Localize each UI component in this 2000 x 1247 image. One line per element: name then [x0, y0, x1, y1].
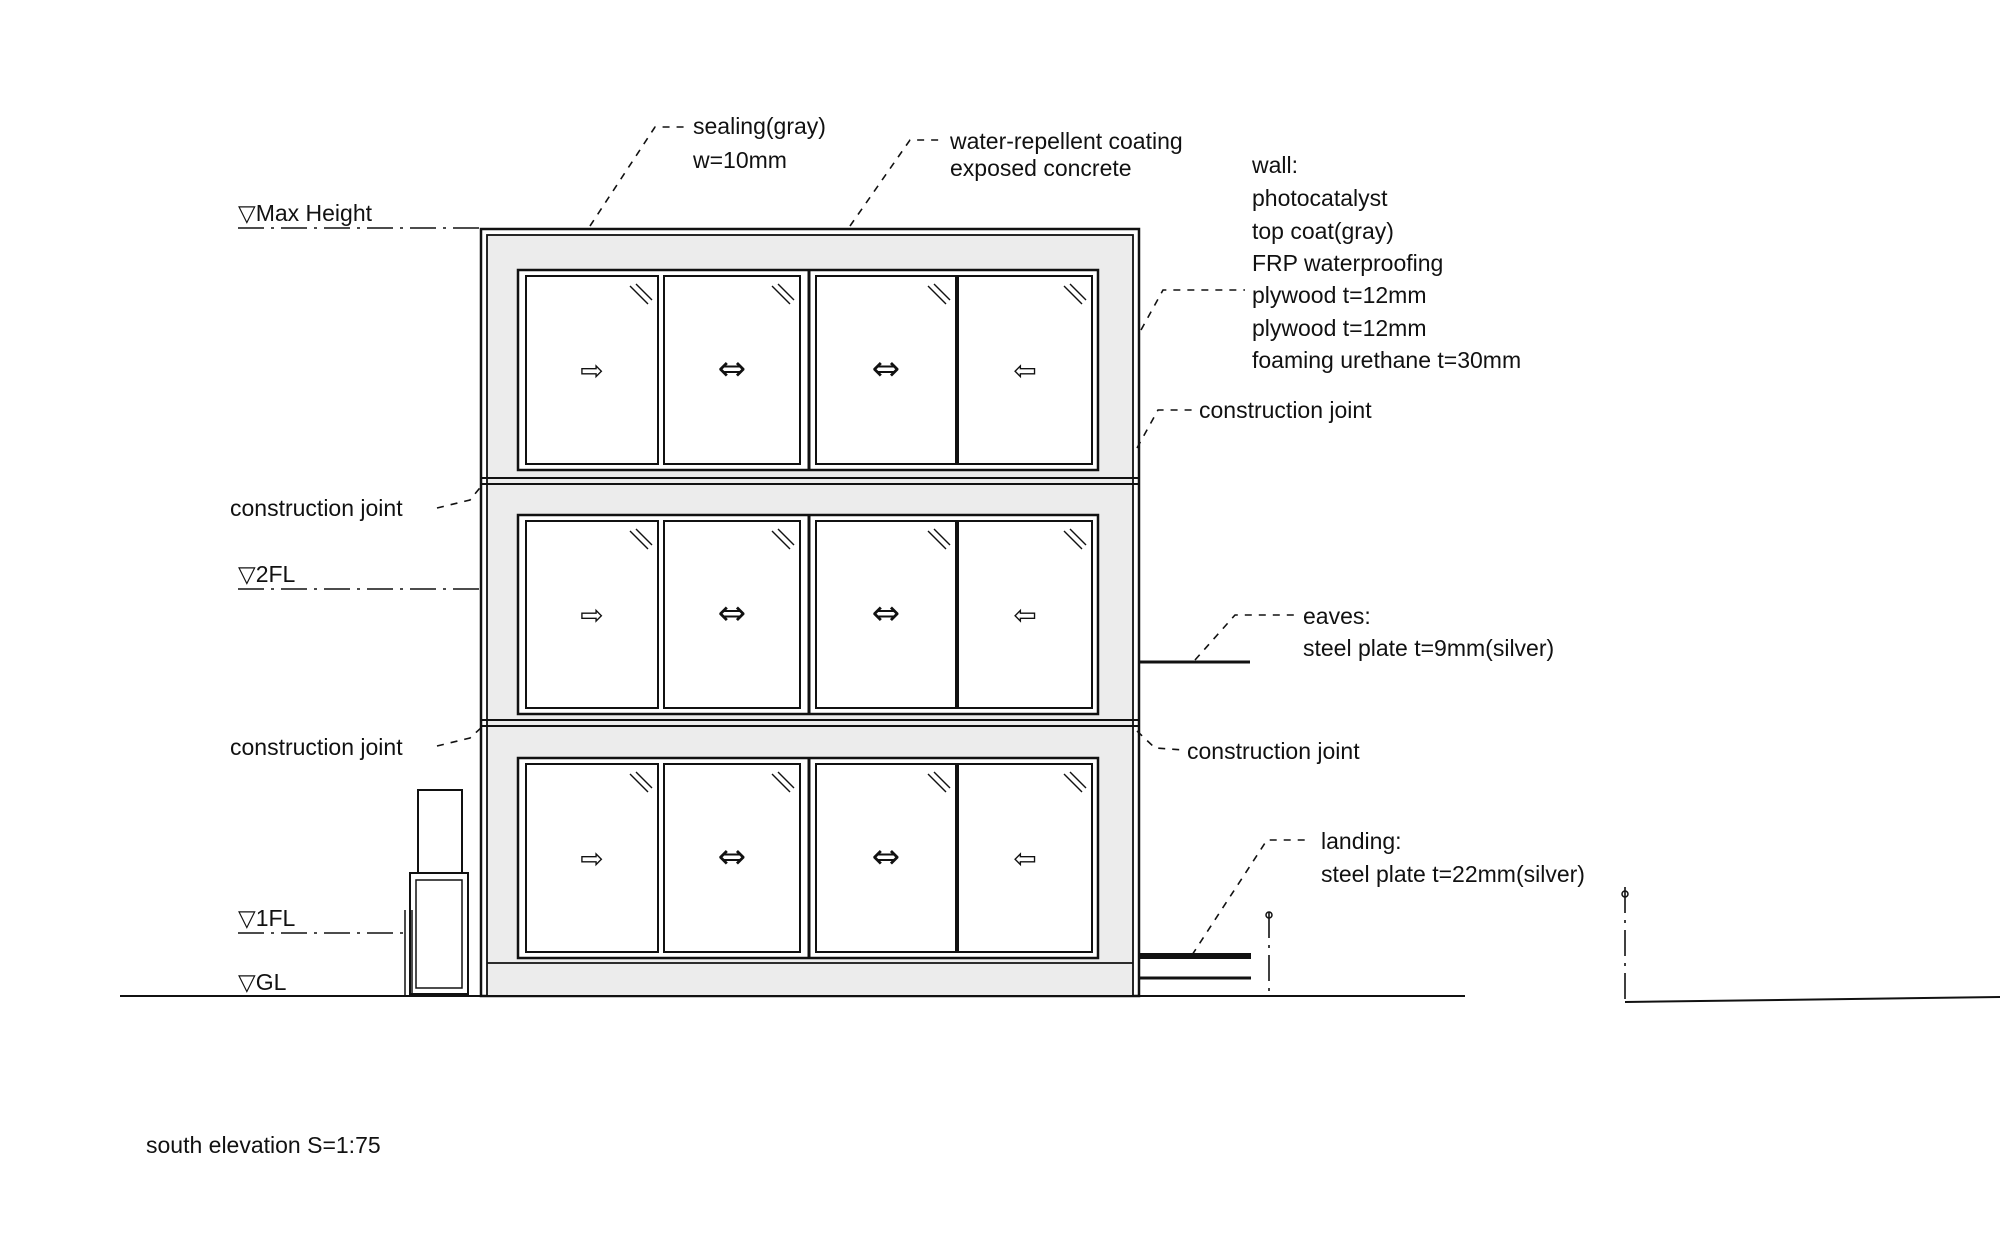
landing-plate	[1139, 953, 1251, 959]
glass-hatch	[635, 528, 653, 546]
leader-lines	[436, 126, 1307, 956]
glass-hatch	[1063, 285, 1083, 305]
level-labels: ▽Max Height ▽2FL ▽1FL ▽GL	[238, 200, 373, 995]
coating-label: water-repellent coating	[949, 128, 1183, 154]
drawing-title: south elevation S=1:75	[146, 1132, 381, 1158]
window-panel	[663, 275, 801, 465]
glass-hatch	[777, 771, 795, 789]
glass-hatch	[1063, 530, 1083, 550]
landing-post-marker	[1265, 911, 1273, 919]
sealing-width-label: w=10mm	[692, 147, 787, 173]
glass-hatch	[927, 285, 947, 305]
window-group-floor-1: ⇨ ⇔ ⇔ ⇦	[516, 756, 1100, 960]
landing-plate-label: steel plate t=22mm(silver)	[1321, 861, 1585, 887]
steel-plates	[1139, 660, 1629, 1002]
glass-hatch	[635, 283, 653, 301]
joint-right-lower-label: construction joint	[1187, 738, 1360, 764]
window-panel	[525, 275, 659, 465]
sliding-direction-arrow: ⇔	[872, 349, 901, 389]
window-panel	[957, 275, 1093, 465]
sealing-leader	[589, 126, 690, 227]
ground-line-right	[1624, 996, 2000, 1003]
glass-hatch	[933, 528, 951, 546]
second-floor-label: ▽2FL	[238, 561, 296, 587]
window-panel	[663, 763, 801, 953]
unit-upper-box	[417, 789, 463, 874]
sliding-direction-arrow: ⇦	[1013, 842, 1036, 875]
sealing-label: sealing(gray)	[693, 113, 826, 139]
boundary-post-marker	[1621, 890, 1629, 898]
sliding-direction-arrow: ⇨	[580, 842, 603, 875]
level-lines	[120, 227, 2000, 1003]
coating-leader	[849, 139, 945, 227]
eaves-label: eaves:	[1303, 603, 1371, 629]
annotation-labels: sealing(gray) w=10mm water-repellent coa…	[230, 113, 1585, 887]
sliding-direction-arrow: ⇔	[872, 594, 901, 634]
sliding-direction-arrow: ⇨	[580, 599, 603, 632]
landing-label: landing:	[1321, 828, 1402, 854]
concrete-label: exposed concrete	[950, 155, 1132, 181]
joint-right-lower-leader	[1136, 730, 1184, 751]
joint-left-upper-leader	[436, 483, 484, 509]
window-panel	[525, 763, 659, 953]
sliding-direction-arrow: ⇔	[872, 837, 901, 877]
eaves-plate-label: steel plate t=9mm(silver)	[1303, 635, 1554, 661]
first-floor-label: ▽1FL	[238, 905, 296, 931]
glass-hatch	[933, 283, 951, 301]
joint-left-upper-label: construction joint	[230, 495, 403, 521]
joint-right-upper-label: construction joint	[1199, 397, 1372, 423]
glass-hatch	[629, 773, 649, 793]
glass-hatch	[635, 771, 653, 789]
eaves-leader	[1194, 614, 1298, 661]
wall-spec-line-7: foaming urethane t=30mm	[1252, 347, 1521, 373]
window-panel	[957, 763, 1093, 953]
window-panel	[525, 520, 659, 709]
sliding-direction-arrow: ⇦	[1013, 599, 1036, 632]
wall-leader	[1140, 289, 1245, 331]
window-panel	[815, 763, 957, 953]
glass-hatch	[771, 530, 791, 550]
sliding-direction-arrow: ⇨	[580, 354, 603, 387]
glass-hatch	[1069, 528, 1087, 546]
glass-hatch	[629, 285, 649, 305]
sliding-direction-arrow: ⇔	[718, 349, 747, 389]
glass-hatch	[777, 528, 795, 546]
glass-hatch	[1069, 771, 1087, 789]
wall-spec-line-3: top coat(gray)	[1252, 218, 1394, 244]
window-panel	[815, 520, 957, 709]
glass-hatch	[1069, 283, 1087, 301]
glass-hatch	[927, 773, 947, 793]
glass-hatch	[927, 530, 947, 550]
window-panel	[957, 520, 1093, 709]
sliding-direction-arrow: ⇦	[1013, 354, 1036, 387]
window-panel	[663, 520, 801, 709]
glass-hatch	[771, 285, 791, 305]
glass-hatch	[1063, 773, 1083, 793]
landing-leader	[1191, 839, 1307, 956]
wall-spec-line-5: plywood t=12mm	[1252, 282, 1427, 308]
window-panel	[815, 275, 957, 465]
joint-right-upper-leader	[1136, 409, 1196, 449]
window-groups: ⇨ ⇔ ⇔ ⇦ ⇨ ⇔ ⇔ ⇦ ⇨ ⇔ ⇔ ⇦	[516, 268, 1100, 960]
window-group-floor-3: ⇨ ⇔ ⇔ ⇦	[516, 268, 1100, 472]
wall-spec-line-6: plywood t=12mm	[1252, 315, 1427, 341]
sliding-direction-arrow: ⇔	[718, 594, 747, 634]
max-height-label: ▽Max Height	[238, 200, 373, 226]
exterior-unit	[404, 789, 469, 996]
ground-label: ▽GL	[238, 969, 287, 995]
glass-hatch	[777, 283, 795, 301]
window-group-floor-2: ⇨ ⇔ ⇔ ⇦	[516, 513, 1100, 716]
glass-hatch	[933, 771, 951, 789]
joint-left-lower-leader	[436, 725, 484, 747]
unit-inner-box	[415, 879, 463, 989]
joint-left-lower-label: construction joint	[230, 734, 403, 760]
wall-spec-line-2: photocatalyst	[1252, 185, 1388, 211]
glass-hatch	[771, 773, 791, 793]
unit-lower-box	[409, 872, 469, 995]
wall-spec-line-4: FRP waterproofing	[1252, 250, 1443, 276]
sliding-direction-arrow: ⇔	[718, 837, 747, 877]
wall-spec-line-1: wall:	[1251, 152, 1298, 178]
glass-hatch	[629, 530, 649, 550]
